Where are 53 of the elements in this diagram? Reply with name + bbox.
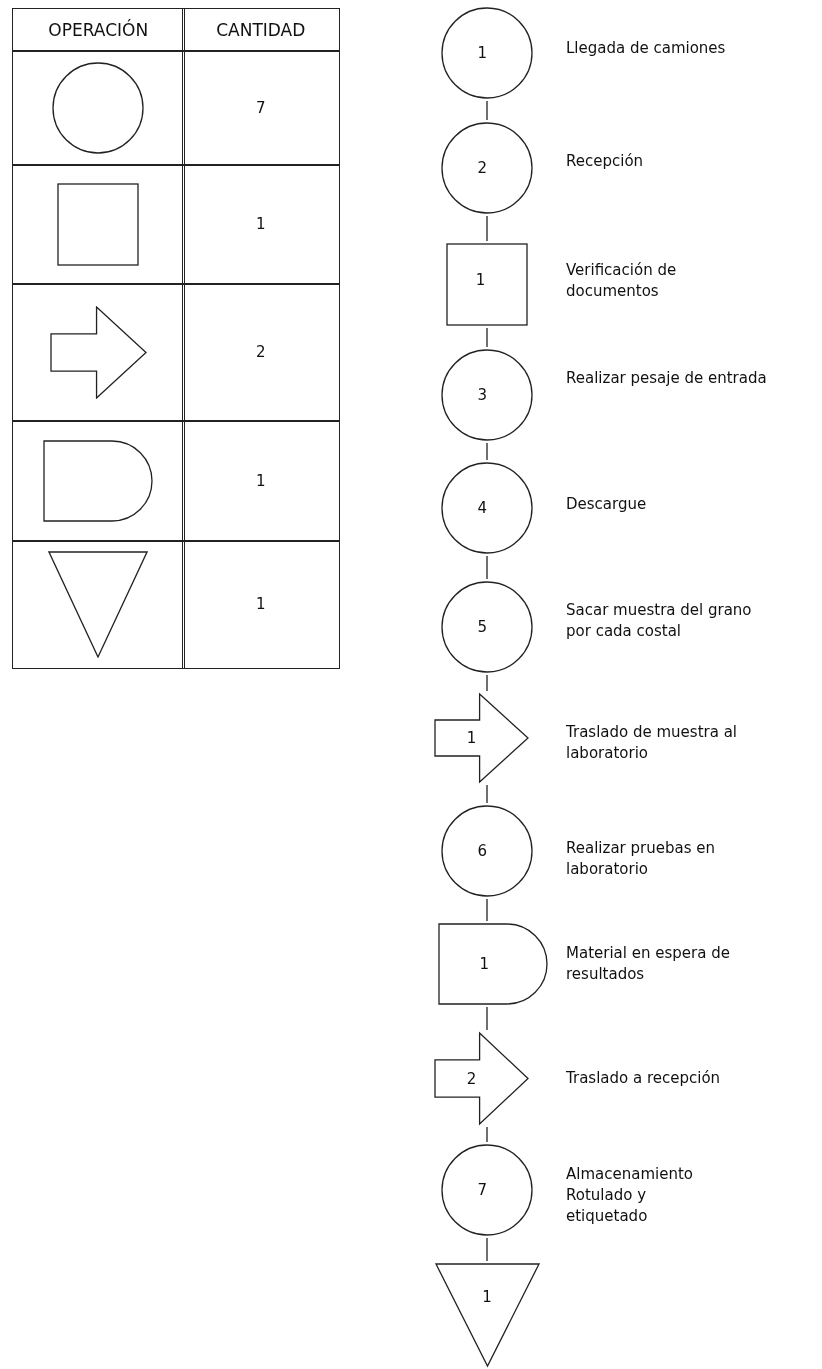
operation-circle [441, 462, 533, 554]
step-number: 5 [477, 618, 488, 636]
step-description: Almacenamiento Rotulado y etiquetado [566, 1164, 694, 1227]
operation-circle [441, 349, 533, 441]
step-number: 4 [477, 499, 488, 517]
connector-line [486, 100, 488, 121]
step-description: Realizar pruebas en laboratorio [566, 838, 716, 880]
storage-triangle [434, 1263, 540, 1367]
step-description: Recepción [566, 151, 645, 172]
step-number: 6 [477, 842, 488, 860]
connector-line [486, 784, 488, 804]
count-cell: 1 [182, 540, 340, 669]
connector-line [486, 1006, 488, 1031]
delay-symbol [438, 923, 548, 1005]
count-cell: 7 [182, 50, 340, 166]
connector-line [486, 674, 488, 692]
step-number: 1 [482, 1288, 492, 1307]
transport-symbol [433, 1032, 529, 1125]
count-cell: 2 [182, 283, 340, 422]
inspection-square [446, 243, 528, 326]
step-description: Traslado de muestra al laboratorio [566, 722, 738, 764]
step-description: Verificación de documentos [566, 260, 678, 302]
step-number: 2 [477, 159, 488, 177]
connector-line [486, 555, 488, 580]
header-cell: CANTIDAD [182, 8, 340, 52]
connector-line [486, 442, 488, 461]
count-cell: 1 [182, 420, 340, 542]
transport-symbol [433, 693, 529, 783]
operation-circle [441, 805, 533, 897]
connector-line [486, 1237, 488, 1262]
step-number: 2 [466, 1069, 477, 1088]
step-number: 1 [477, 44, 488, 62]
step-number: 1 [475, 271, 486, 290]
operation-circle [441, 1144, 533, 1236]
operation-circle [441, 581, 533, 673]
connector-line [486, 327, 488, 348]
operation-circle [441, 7, 533, 99]
step-number: 1 [479, 955, 489, 973]
step-description: Llegada de camiones [566, 38, 727, 59]
step-number: 3 [477, 386, 488, 404]
step-number: 7 [477, 1181, 488, 1199]
step-number: 1 [466, 729, 477, 747]
count-cell: 1 [182, 164, 340, 285]
step-description: Descargue [566, 494, 648, 515]
operation-circle [441, 122, 533, 214]
step-description: Realizar pesaje de entrada [566, 368, 768, 389]
step-description: Sacar muestra del grano por cada costal [566, 600, 753, 642]
step-description: Material en espera de resultados [566, 943, 731, 985]
connector-line [486, 898, 488, 922]
header-cell: OPERACIÓN [12, 8, 185, 52]
step-description: Traslado a recepción [566, 1068, 722, 1089]
connector-line [486, 1126, 488, 1143]
connector-line [486, 215, 488, 242]
